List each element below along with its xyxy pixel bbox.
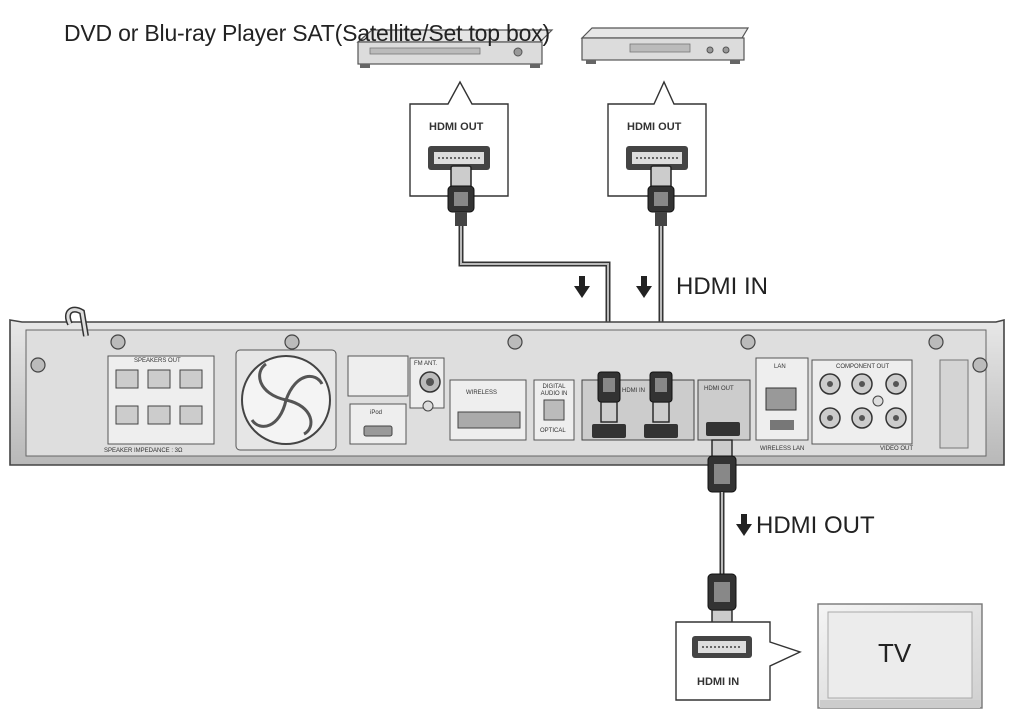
hdmi-out-arrow	[736, 514, 752, 536]
receiver-rear-panel	[9, 306, 1005, 466]
wireless-marking: WIRELESS	[466, 390, 498, 396]
hdmi-out-label: HDMI OUT	[756, 512, 875, 539]
sat-hdmi-plug	[647, 165, 675, 226]
component-out-marking: COMPONENT OUT	[836, 364, 890, 370]
digital-audio-in-marking: DIGITAL AUDIO IN	[540, 384, 568, 397]
dvd-hdmi-out-callout	[409, 80, 509, 197]
dvd-hdmi-out-port-label: HDMI OUT	[429, 121, 484, 133]
hdmi-out-marking: HDMI OUT	[704, 386, 734, 392]
speakers-out-marking: SPEAKERS OUT	[134, 358, 181, 364]
wireless-lan-marking: WIRELESS LAN	[760, 446, 805, 452]
diagram-title: DVD or Blu-ray Player SAT(Satellite/Set …	[64, 20, 550, 47]
receiver-hdmi-out-plug	[707, 439, 737, 493]
sat-box-label: SAT(Satellite/Set top box)	[292, 20, 550, 46]
video-out-marking: VIDEO OUT	[880, 446, 914, 452]
lan-marking: LAN	[774, 364, 786, 370]
tv-device	[817, 603, 983, 709]
tv-hdmi-in-port-label: HDMI IN	[697, 676, 740, 688]
sat-hdmi-out-port-label: HDMI OUT	[627, 121, 682, 133]
fm-ant-marking: FM ANT.	[414, 361, 438, 367]
speaker-impedance-marking: SPEAKER IMPEDANCE : 3Ω	[104, 448, 183, 454]
dvd-player-device	[356, 29, 554, 68]
tv-label: TV	[878, 638, 912, 668]
ipod-marking: iPod	[370, 410, 383, 416]
optical-marking: OPTICAL	[540, 428, 566, 434]
hdmi-in-label: HDMI IN	[676, 273, 768, 300]
hdmi-in-arrows	[574, 276, 652, 298]
tv-hdmi-in-callout	[675, 621, 802, 701]
satellite-box-device	[580, 27, 750, 64]
dvd-hdmi-plug	[447, 165, 475, 226]
hdmi-in-marking: HDMI IN	[622, 388, 645, 394]
receiver-hdmi-in-plugs	[597, 371, 673, 423]
sat-hdmi-out-callout	[607, 80, 707, 197]
dvd-player-label: DVD or Blu-ray Player	[64, 20, 287, 46]
